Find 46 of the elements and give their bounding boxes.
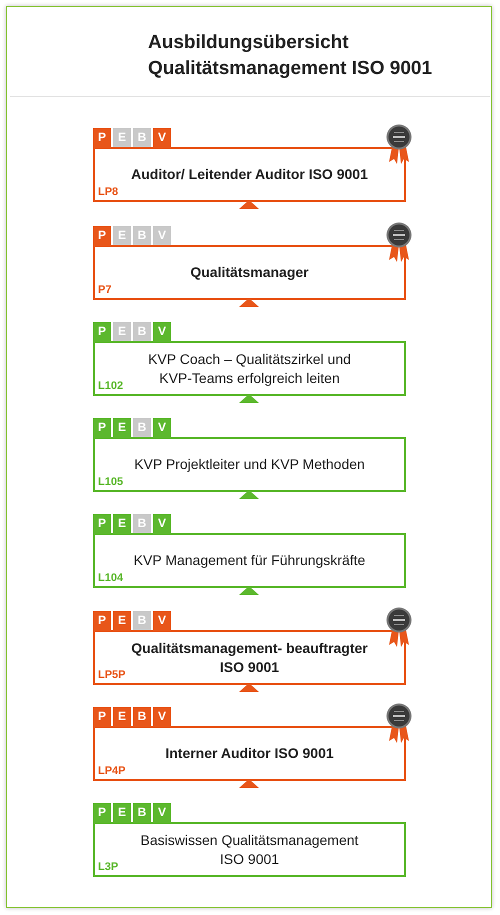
level-tab: P xyxy=(93,128,111,147)
page-title: Ausbildungsübersicht Qualitätsmanagement ISO 9001 xyxy=(148,31,434,81)
arrow xyxy=(239,200,259,209)
level-tab: V xyxy=(153,611,171,630)
level-tab: E xyxy=(113,803,131,822)
level-tab: V xyxy=(153,514,171,533)
arrow xyxy=(239,586,259,595)
arrow xyxy=(239,779,259,788)
arrow xyxy=(239,683,259,692)
level-tab: V xyxy=(153,322,171,341)
course-title: KVP Management für Führungskräfte xyxy=(132,551,366,570)
level-tab: B xyxy=(133,707,151,726)
level-tab: P xyxy=(93,707,111,726)
level-tab: P xyxy=(93,611,111,630)
level-tab: E xyxy=(113,707,131,726)
course-code: P7 xyxy=(98,284,112,296)
course-title: Auditor/ Leitender Auditor ISO 9001 xyxy=(131,165,368,184)
level-tab: P xyxy=(93,514,111,533)
level-tab: P xyxy=(93,322,111,341)
arrow xyxy=(239,490,259,499)
level-tab: P xyxy=(93,226,111,245)
course-title: Basiswissen Qualitätsmanagement ISO 9001 xyxy=(140,830,360,868)
course-title: KVP Coach – Qualitätszirkel und KVP-Teams erfolgreich leiten xyxy=(147,350,352,388)
course-code: LP5P xyxy=(98,669,126,681)
level-tab: B xyxy=(133,803,151,822)
course-title: Interner Auditor ISO 9001 xyxy=(164,744,335,763)
course-code: L104 xyxy=(98,572,124,584)
course-code: L102 xyxy=(98,380,124,392)
course-title: Qualitätsmanager xyxy=(189,263,310,282)
level-tab: E xyxy=(113,514,131,533)
course-code: LP8 xyxy=(98,186,118,198)
level-tab: P xyxy=(93,803,111,822)
level-tab: V xyxy=(153,803,171,822)
arrow xyxy=(239,394,259,403)
level-tab: E xyxy=(113,611,131,630)
level-tab: V xyxy=(153,128,171,147)
course-title: KVP Projektleiter und KVP Methoden xyxy=(133,455,366,474)
level-tab: V xyxy=(153,707,171,726)
level-tab: P xyxy=(93,418,111,437)
level-tab: E xyxy=(113,418,131,437)
course-code: L3P xyxy=(98,861,118,873)
level-tab: V xyxy=(153,418,171,437)
course-code: L105 xyxy=(98,476,124,488)
course-code: LP4P xyxy=(98,765,126,777)
arrow xyxy=(239,298,259,307)
course-title: Qualitätsmanagement- beauftragter ISO 9001 xyxy=(131,638,368,676)
